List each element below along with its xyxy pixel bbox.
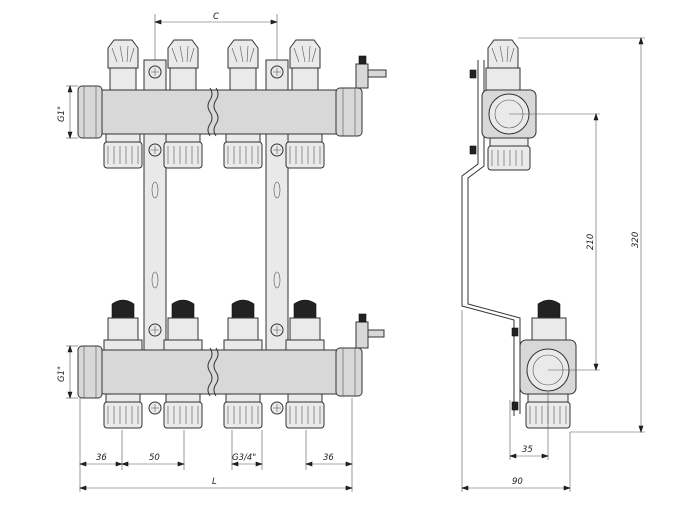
top-knobs (107, 39, 321, 91)
side-view: 210 320 35 90 (461, 37, 645, 492)
dim-c-label: C (213, 12, 219, 22)
dim-320-label: 320 (631, 232, 641, 248)
front-dimensions (66, 14, 353, 492)
dim-g1-bottom-label: G1" (57, 366, 67, 382)
dim-50-label: 50 (149, 453, 160, 463)
dim-g34-label: G3/4" (232, 453, 256, 463)
dim-36-left-label: 36 (96, 453, 107, 463)
dim-35-label: 35 (522, 445, 533, 455)
bottom-manifold (77, 299, 385, 429)
front-view: C G1" G1" 36 50 G3/4" 36 L (57, 12, 387, 492)
top-outlets (103, 133, 325, 169)
dim-g1-top-label: G1" (57, 106, 67, 122)
bottom-valve-caps (103, 299, 325, 351)
dim-36-right-label: 36 (323, 453, 334, 463)
dim-90-label: 90 (512, 477, 523, 487)
side-dimensions (461, 37, 645, 492)
dim-210-label: 210 (586, 234, 596, 250)
bottom-outlets (103, 393, 325, 429)
top-manifold (77, 39, 387, 169)
dim-l-label: L (212, 477, 217, 487)
